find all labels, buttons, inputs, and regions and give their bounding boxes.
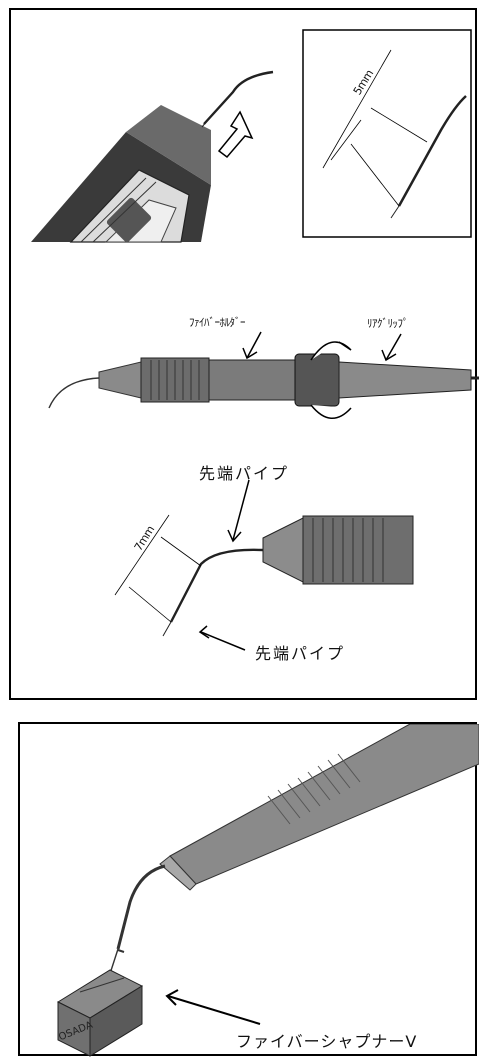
sharpener-illustration xyxy=(56,724,479,1057)
tip-pipe-detail xyxy=(114,514,414,637)
sharpener-box xyxy=(56,969,144,1057)
bottom-instruction-panel: OSADA ファイバーシャプナーV xyxy=(18,722,479,1057)
top-instruction-panel: ﾌｧｲﾊﾞｰﾎﾙﾀﾞｰ ﾘｱｸﾞﾘｯﾌﾟ 先端パイプ 先端パイプ 5mm 7mm xyxy=(9,8,479,700)
handpiece-illustration xyxy=(31,105,211,243)
grip-rings xyxy=(267,753,361,825)
label-arrows xyxy=(198,331,402,651)
fiber-piece xyxy=(201,70,274,128)
detail-inset xyxy=(302,29,472,238)
top-illustrations xyxy=(31,29,479,651)
tip-pipe-label-lower: 先端パイプ xyxy=(255,644,346,663)
insert-arrow-icon xyxy=(217,110,254,159)
sharpener-pointer-arrow xyxy=(165,989,261,1025)
rear-grip-label: ﾘｱｸﾞﾘｯﾌﾟ xyxy=(367,317,409,330)
sharpener-label: ファイバーシャプナーV xyxy=(236,1032,418,1051)
tip-pipe-label-upper: 先端パイプ xyxy=(199,464,290,483)
fiber-holder-assembly xyxy=(48,341,479,419)
fiber-holder-label: ﾌｧｲﾊﾞｰﾎﾙﾀﾞｰ xyxy=(189,316,246,329)
